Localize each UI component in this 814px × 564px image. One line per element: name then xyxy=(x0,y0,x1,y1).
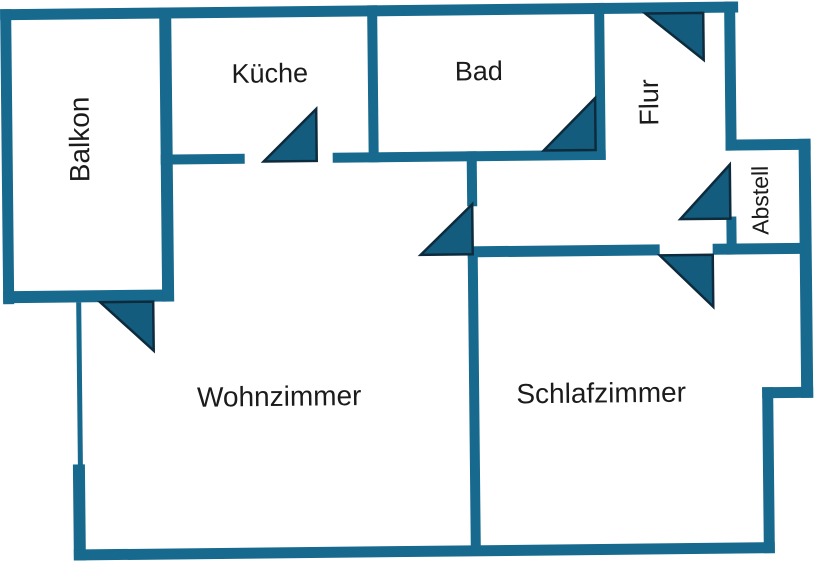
window-left-front xyxy=(76,302,83,467)
wohnzimmer-door-swing-icon xyxy=(417,201,474,257)
room-label-balkon: Balkon xyxy=(64,96,96,182)
room-label-bad: Bad xyxy=(455,56,503,87)
room-label-schlafzimmer: Schlafzimmer xyxy=(516,377,686,410)
wall-right-upper xyxy=(798,138,814,398)
wall-balkon-left xyxy=(0,9,15,305)
wall-flur-right xyxy=(724,1,737,151)
room-labels: Balkon Küche Bad Flur Abstell Wohnzimmer… xyxy=(64,56,774,413)
entrance-door-swing-icon xyxy=(641,11,705,63)
wall-abstell-top xyxy=(725,138,811,151)
wall-left-lower xyxy=(72,464,86,561)
door-symbols xyxy=(96,11,732,354)
wall-balkon-bottom xyxy=(3,289,170,304)
wall-right-step xyxy=(762,386,814,399)
wall-central-lower xyxy=(467,254,481,551)
wall-bottom-exterior xyxy=(73,542,775,561)
wall-bad-right xyxy=(594,2,606,161)
bad-door-swing-icon xyxy=(540,94,597,152)
wall-abstell-left xyxy=(726,216,737,255)
room-label-kueche: Küche xyxy=(231,58,308,89)
room-label-abstell: Abstell xyxy=(747,166,774,235)
room-label-wohnzimmer: Wohnzimmer xyxy=(197,380,362,413)
kueche-door-swing-icon xyxy=(260,105,318,163)
wall-kueche-bottom-left xyxy=(160,153,245,165)
abstell-door-swing-icon xyxy=(677,161,732,221)
wall-kueche-bad xyxy=(367,5,379,163)
wall-schlafzimmer-top-right xyxy=(712,242,801,255)
balkon-door-swing-icon xyxy=(96,300,155,354)
wall-schlafzimmer-top-left xyxy=(467,244,660,258)
room-label-flur: Flur xyxy=(634,79,664,126)
wall-right-lower xyxy=(762,387,775,554)
schlafzimmer-door-swing-icon xyxy=(656,253,715,310)
wall-central-upper xyxy=(466,151,478,207)
